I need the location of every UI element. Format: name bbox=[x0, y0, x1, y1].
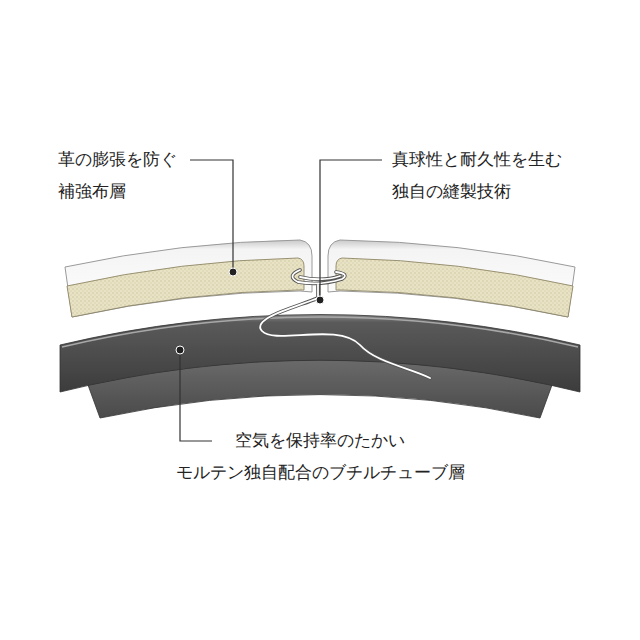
leader-line bbox=[180, 160, 382, 441]
callout-label: 空気を保持率のたかい モルテン独自配合のブチルチューブ層 bbox=[150, 425, 490, 489]
tube-highlight bbox=[62, 317, 578, 347]
callout-label: 真球性と耐久性を生む 独自の縫製技術 bbox=[392, 144, 624, 208]
leather-panel bbox=[65, 240, 312, 317]
callout-label: 革の膨張を防ぐ 補強布層 bbox=[58, 144, 208, 208]
leader-dot bbox=[176, 268, 324, 354]
leather-panel bbox=[328, 240, 575, 317]
tube-layer bbox=[60, 315, 580, 392]
stitch-thread bbox=[260, 270, 430, 378]
